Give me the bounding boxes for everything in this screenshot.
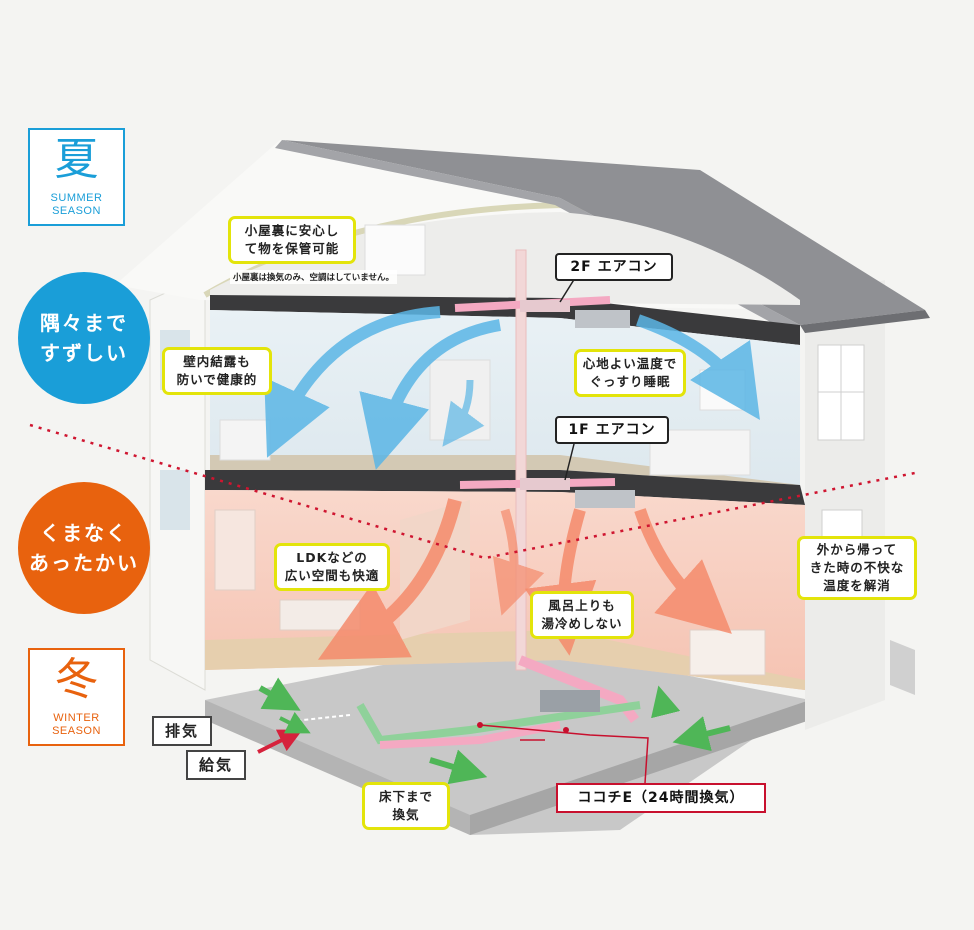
label-ac-1f: 1F エアコン	[555, 416, 669, 444]
callout-sleep-line2: ぐっすり睡眠	[589, 374, 671, 389]
callout-bath-line2: 湯冷めしない	[541, 616, 623, 631]
summer-en-line1: SUMMER	[50, 192, 103, 204]
winter-slogan: くまなく あったかい	[18, 482, 150, 614]
callout-ldk-line2: 広い空間も快適	[284, 568, 380, 583]
winter-kanji: 冬	[54, 654, 99, 705]
callout-attic-line1: 小屋裏に安心し	[244, 223, 340, 238]
cool-airflow	[264, 306, 760, 470]
callout-wall: 壁内結露も 防いで健康的	[162, 347, 272, 395]
summer-badge: 夏 SUMMER SEASON	[28, 128, 125, 226]
callout-ldk: LDKなどの 広い空間も快適	[274, 543, 390, 591]
label-ac-2f: 2F エアコン	[555, 253, 673, 281]
summer-kanji: 夏	[54, 134, 99, 185]
winter-slogan-line2: あったかい	[29, 551, 139, 575]
callout-outside-line3: 温度を解消	[823, 578, 891, 593]
winter-en-line1: WINTER	[53, 712, 100, 724]
callout-outside-line1: 外から帰って	[816, 542, 898, 557]
slab-2f	[210, 295, 800, 345]
label-exhaust: 排気	[152, 716, 212, 746]
callout-attic: 小屋裏に安心し て物を保管可能	[228, 216, 356, 264]
summer-en-line2: SEASON	[52, 205, 101, 217]
callout-sleep: 心地よい温度で ぐっすり睡眠	[574, 349, 686, 397]
summer-slogan-line2: すずしい	[40, 341, 128, 365]
attic-note: 小屋裏は換気のみ、空調はしていません。	[230, 270, 397, 284]
callout-attic-line2: て物を保管可能	[244, 241, 340, 256]
callout-bath: 風呂上りも 湯冷めしない	[530, 591, 634, 639]
callout-underfloor-line1: 床下まで	[378, 789, 433, 804]
callout-sleep-line1: 心地よい温度で	[582, 356, 678, 371]
callout-wall-line1: 壁内結露も	[183, 354, 251, 369]
vertical-duct	[515, 249, 527, 671]
callout-outside-line2: きた時の不快な	[809, 560, 905, 575]
callout-underfloor-line2: 換気	[392, 807, 420, 822]
summer-slogan-line1: 隅々まで	[40, 311, 128, 335]
callout-wall-line2: 防いで健康的	[176, 372, 258, 387]
warm-airflow	[317, 498, 732, 660]
callout-underfloor: 床下まで 換気	[362, 782, 450, 830]
summer-slogan: 隅々まで すずしい	[18, 272, 150, 404]
right-wall	[805, 280, 885, 730]
callout-bath-line1: 風呂上りも	[548, 598, 616, 613]
leader-lines	[477, 277, 649, 784]
label-supply: 給気	[186, 750, 246, 780]
ventilation-arrows	[257, 677, 731, 785]
duct-1f	[459, 478, 635, 508]
callout-outside: 外から帰って きた時の不快な 温度を解消	[797, 536, 917, 600]
callout-ldk-line1: LDKなどの	[296, 550, 368, 565]
left-wall	[149, 274, 206, 691]
winter-badge: 冬 WINTER SEASON	[28, 648, 125, 746]
winter-slogan-line1: くまなく	[40, 521, 128, 545]
duct-2f	[454, 296, 630, 328]
winter-en-line2: SEASON	[52, 725, 101, 737]
label-kokochi-e: ココチE（24時間換気）	[556, 783, 766, 813]
